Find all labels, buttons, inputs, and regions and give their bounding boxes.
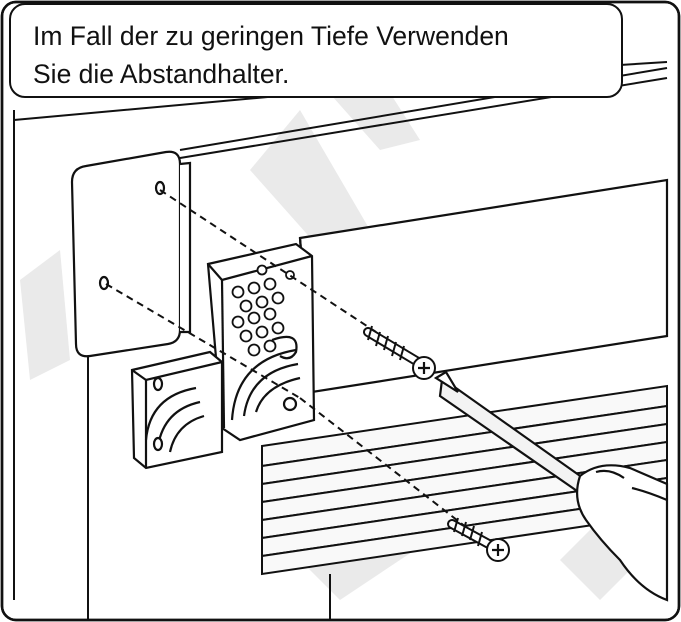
bracket-icon xyxy=(206,242,316,442)
spacer-icon xyxy=(130,350,224,470)
screw-icon xyxy=(363,325,436,380)
instruction-line-2: Sie die Abstandhalter. xyxy=(33,59,290,89)
hand-icon xyxy=(575,464,669,602)
wall-plate-icon xyxy=(70,150,192,358)
guide-lines xyxy=(105,189,481,539)
instruction-line-1: Im Fall der zu geringen Tiefe Verwenden xyxy=(33,21,509,51)
screw-icon xyxy=(447,517,510,562)
instruction-callout: Im Fall der zu geringen Tiefe Verwenden … xyxy=(9,3,623,98)
